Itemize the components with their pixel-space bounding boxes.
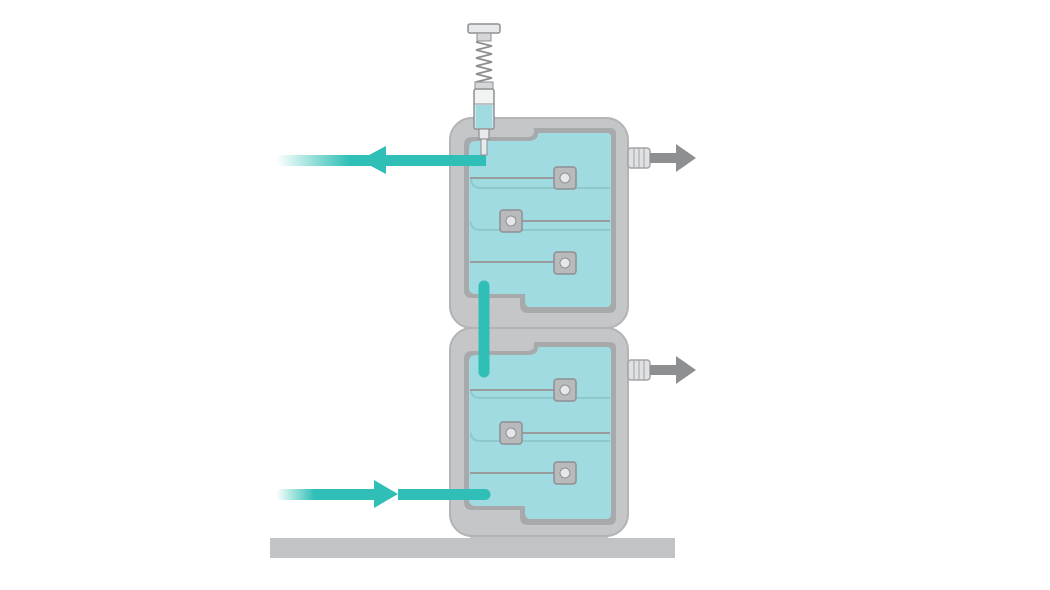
flow-in-arrow-icon	[276, 480, 491, 508]
exhaust-arrow-icon	[650, 144, 696, 172]
lower-sensor-1-core	[559, 384, 571, 396]
upper-sensor-2-core	[505, 215, 517, 227]
lower-separator-2	[470, 432, 610, 442]
lower-sensor-3-core	[559, 467, 571, 479]
exhaust-arrow-icon	[650, 356, 696, 384]
upper-sensor-1-core	[559, 172, 571, 184]
upper-sensor-3-core	[559, 257, 571, 269]
syringe-icon	[467, 23, 501, 156]
upper-separator-1	[470, 177, 610, 189]
upper-separator-2	[470, 221, 610, 231]
base-plate	[270, 538, 675, 558]
lower-unit	[449, 327, 696, 537]
lower-sensor-2-core	[505, 427, 517, 439]
upper-unit	[449, 117, 696, 329]
lower-separator-1	[470, 389, 610, 399]
flow-out-arrow-icon	[276, 146, 486, 174]
